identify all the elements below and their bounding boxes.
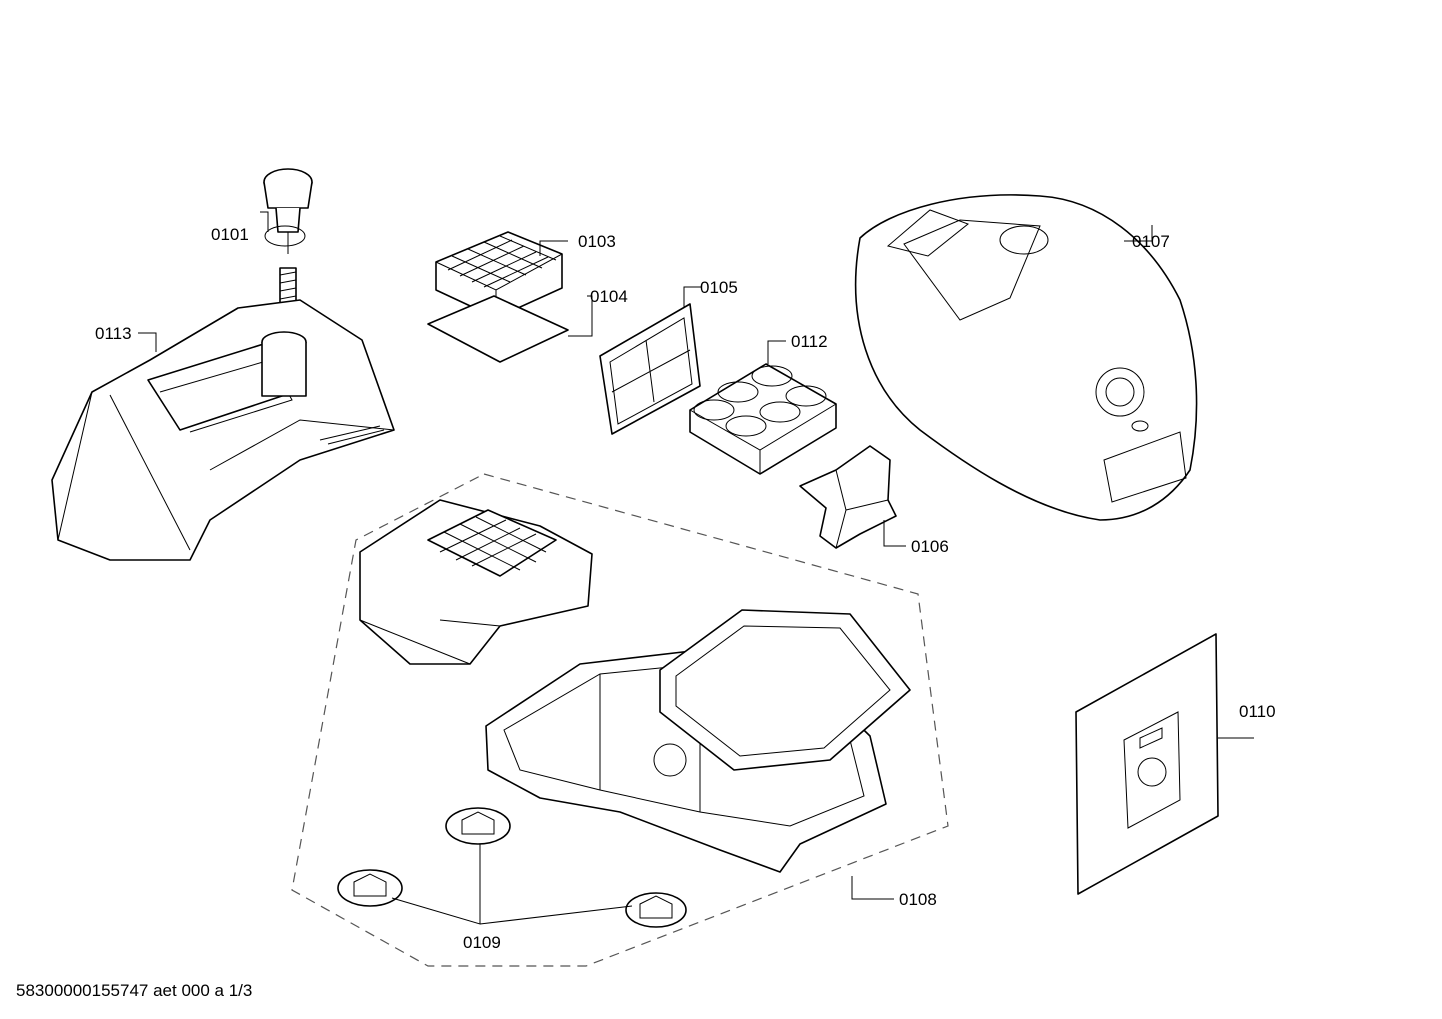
document-id-footer: 58300000155747 aet 000 a 1/3 bbox=[16, 981, 253, 1000]
label-0109: 0109 bbox=[463, 933, 501, 952]
label-0110: 0110 bbox=[1239, 702, 1276, 721]
part-0105-filter-frame bbox=[599, 303, 701, 435]
label-0107: 0107 bbox=[1132, 232, 1170, 251]
part-0106-bracket bbox=[799, 445, 897, 549]
part-0103-filter-grid bbox=[435, 231, 563, 319]
part-0113-housing bbox=[51, 299, 395, 561]
label-0105: 0105 bbox=[700, 278, 738, 297]
label-0112: 0112 bbox=[791, 332, 828, 351]
part-0109-foot-2 bbox=[337, 869, 403, 907]
label-0113: 0113 bbox=[95, 324, 132, 343]
part-0104-filter-pad bbox=[427, 295, 569, 363]
leader-lines bbox=[138, 211, 1254, 925]
label-0108: 0108 bbox=[899, 890, 937, 909]
part-0109-foot-1 bbox=[445, 807, 511, 845]
part-0110-dust-bag bbox=[1075, 633, 1219, 895]
part-0108-upper-housing bbox=[359, 499, 593, 665]
part-labels: 0101 0103 0104 0105 0107 0112 0113 0106 … bbox=[95, 225, 1276, 952]
part-0101-release-knob bbox=[263, 168, 313, 307]
part-0109-foot-3 bbox=[625, 892, 687, 928]
label-0101: 0101 bbox=[211, 225, 249, 244]
label-0103: 0103 bbox=[578, 232, 616, 251]
label-0104: 0104 bbox=[590, 287, 628, 306]
part-0107-top-cover bbox=[854, 194, 1198, 521]
part-0112-filter-holder bbox=[689, 363, 837, 475]
part-0108-base-chassis bbox=[485, 609, 911, 873]
label-0106: 0106 bbox=[911, 537, 949, 556]
